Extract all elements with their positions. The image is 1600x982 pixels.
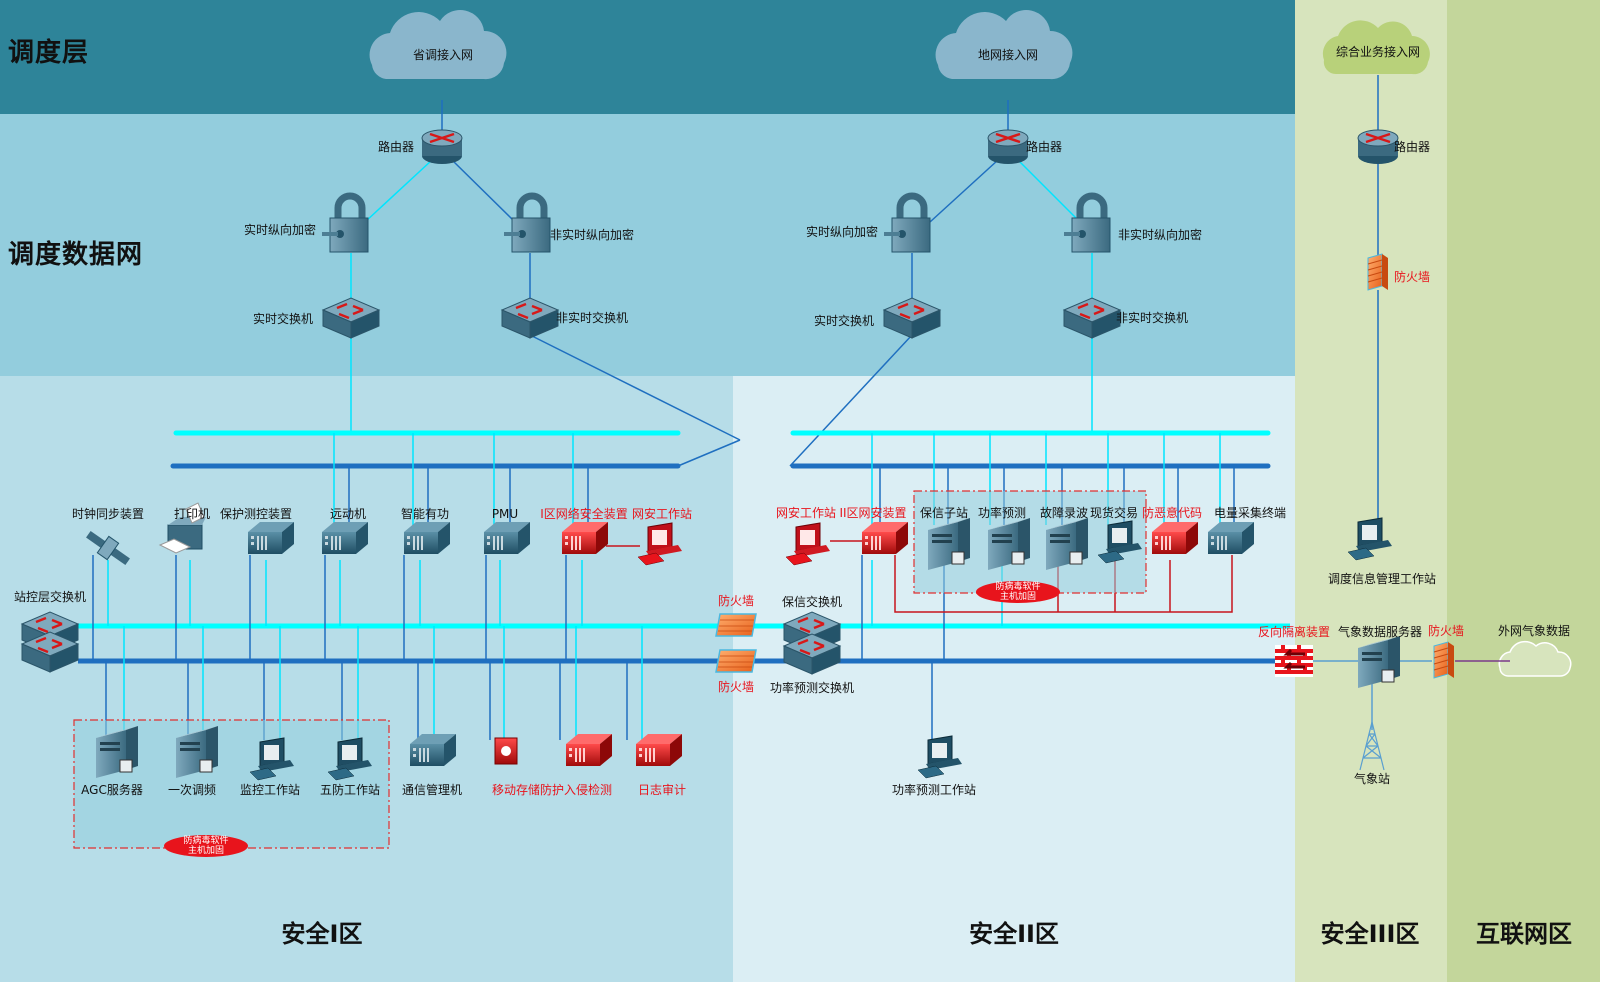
router-label: 路由器 bbox=[1026, 140, 1063, 154]
internet-band bbox=[1447, 0, 1600, 982]
device-label: 网安工作站 bbox=[775, 506, 837, 520]
zone2-band bbox=[733, 376, 1295, 982]
zone1-title: 安全I区 bbox=[281, 920, 363, 948]
external-weather-label: 外网气象数据 bbox=[1497, 624, 1571, 638]
antivirus-badge-text: 防病毒软件主机加固 bbox=[183, 836, 229, 856]
cloud-icon bbox=[1498, 640, 1572, 677]
agc-device-icon bbox=[404, 522, 450, 554]
power-forecast-workstation-label: 功率预测工作站 bbox=[891, 783, 977, 797]
printer-icon bbox=[158, 502, 206, 554]
security-device-icon bbox=[862, 522, 908, 554]
firewall-label: 防火墙 bbox=[1394, 270, 1431, 284]
device-label: 保信子站 bbox=[919, 506, 969, 520]
device-label: 保护测控装置 bbox=[219, 507, 293, 521]
device-label: 日志审计 bbox=[637, 783, 687, 797]
router-icon bbox=[986, 128, 1030, 166]
cloud-icon bbox=[369, 9, 507, 80]
firewall-icon bbox=[1433, 641, 1455, 679]
rt-encrypt-label: 实时纵向加密 bbox=[806, 225, 879, 239]
log-audit-icon bbox=[636, 734, 682, 766]
router-label: 路由器 bbox=[378, 140, 415, 154]
protection-device-icon bbox=[248, 522, 294, 554]
security-device-icon bbox=[562, 522, 608, 554]
device-label: 网安工作站 bbox=[631, 507, 693, 521]
firewall-label: 防火墙 bbox=[717, 680, 755, 694]
device-label: 时钟同步装置 bbox=[71, 507, 145, 521]
dispatch-info-workstation-label: 调度信息管理工作站 bbox=[1327, 572, 1437, 586]
meter-terminal-icon bbox=[1208, 522, 1254, 554]
anti-malware-icon bbox=[1152, 522, 1198, 554]
device-label: 五防工作站 bbox=[319, 783, 381, 797]
device-label: II区网安装置 bbox=[839, 506, 907, 520]
reverse-isolation-icon bbox=[1275, 645, 1313, 677]
dispatch-layer-title: 调度层 bbox=[8, 38, 90, 68]
comm-manager-icon bbox=[410, 734, 456, 766]
zone3-title: 安全III区 bbox=[1320, 920, 1420, 948]
device-label: 入侵检测 bbox=[563, 783, 613, 797]
device-label: 电量采集终端 bbox=[1213, 506, 1287, 520]
rt-switch-label: 实时交换机 bbox=[253, 312, 314, 326]
station-switch-label: 站控层交换机 bbox=[14, 590, 87, 604]
firewall-icon bbox=[1367, 253, 1389, 291]
nrt-switch-label: 非实时交换机 bbox=[1116, 311, 1189, 325]
device-label: 故障录波 bbox=[1039, 506, 1089, 520]
cloud-label-provincial: 省调接入网 bbox=[412, 48, 474, 62]
cloud-icon bbox=[935, 9, 1073, 80]
device-label: 现货交易 bbox=[1089, 506, 1139, 520]
power-forecast-switch-label: 功率预测交换机 bbox=[769, 681, 855, 695]
weather-station-label: 气象站 bbox=[1353, 772, 1391, 786]
rt-switch-label: 实时交换机 bbox=[814, 314, 875, 328]
zone1-band bbox=[0, 376, 733, 982]
device-label: 移动存储防护 bbox=[491, 783, 565, 797]
data-network-title: 调度数据网 bbox=[8, 240, 144, 270]
device-label: PMU bbox=[491, 507, 519, 521]
pmu-icon bbox=[484, 522, 530, 554]
antivirus-badge-text: 防病毒软件主机加固 bbox=[995, 582, 1041, 602]
device-label: 通信管理机 bbox=[401, 783, 463, 797]
device-label: 智能有功 bbox=[400, 507, 450, 521]
device-label: AGC服务器 bbox=[81, 783, 143, 797]
cloud-label-local: 地网接入网 bbox=[977, 48, 1039, 62]
usb-protection-icon bbox=[494, 737, 518, 765]
device-label: 一次调频 bbox=[167, 783, 217, 797]
weather-server-label: 气象数据服务器 bbox=[1337, 625, 1423, 639]
dispatch-layer-band bbox=[0, 0, 1295, 114]
cloud-icon bbox=[1322, 20, 1430, 75]
antivirus-badge bbox=[976, 581, 1060, 603]
router-label: 路由器 bbox=[1394, 140, 1431, 154]
nrt-encrypt-label: 非实时纵向加密 bbox=[550, 228, 635, 242]
rtu-icon bbox=[322, 522, 368, 554]
rt-encrypt-label: 实时纵向加密 bbox=[244, 223, 317, 237]
nrt-switch-label: 非实时交换机 bbox=[556, 311, 629, 325]
device-label: 监控工作站 bbox=[239, 783, 301, 797]
nrt-encrypt-label: 非实时纵向加密 bbox=[1118, 228, 1203, 242]
cloud-label-business: 综合业务接入网 bbox=[1335, 45, 1421, 59]
router-icon bbox=[420, 128, 464, 166]
device-label: 打印机 bbox=[173, 507, 211, 521]
device-label: 防恶意代码 bbox=[1141, 506, 1203, 520]
zone2-title: 安全II区 bbox=[969, 920, 1059, 948]
device-label: I区网络安全装置 bbox=[540, 507, 628, 521]
firewall-label: 防火墙 bbox=[1427, 624, 1465, 638]
internet-zone-title: 互联网区 bbox=[1476, 920, 1572, 948]
router-icon bbox=[1356, 128, 1400, 166]
baoxin-switch-label: 保信交换机 bbox=[781, 595, 843, 609]
firewall-label: 防火墙 bbox=[717, 594, 755, 608]
device-label: 功率预测 bbox=[977, 506, 1027, 520]
satellite-icon bbox=[86, 530, 130, 566]
antenna-tower-icon bbox=[1359, 721, 1385, 771]
device-label: 远动机 bbox=[329, 507, 367, 521]
firewall-icon bbox=[715, 649, 757, 673]
ids-icon bbox=[566, 734, 612, 766]
reverse-isolation-label: 反向隔离装置 bbox=[1257, 625, 1331, 639]
zone3-band bbox=[1295, 0, 1447, 982]
antivirus-badge bbox=[164, 835, 248, 857]
firewall-icon bbox=[715, 613, 757, 637]
